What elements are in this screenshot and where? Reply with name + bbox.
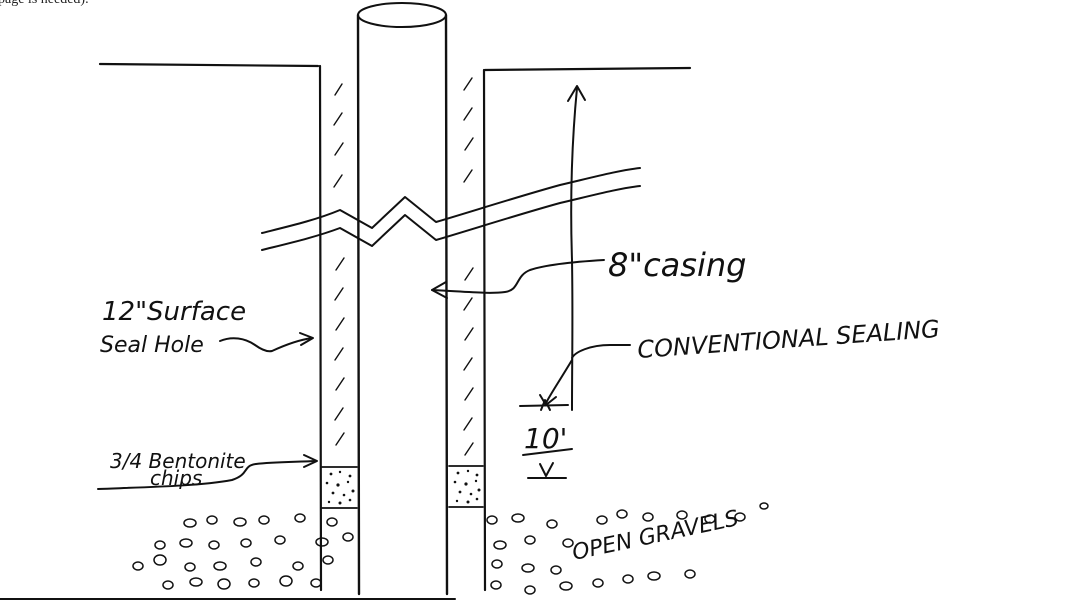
- surface-seal-label-line1: 12"Surface: [102, 297, 246, 327]
- casing-label: 8"casing: [608, 246, 746, 284]
- depth-top-arrow: [540, 399, 551, 411]
- bentonite-label-line2: chips: [150, 466, 202, 490]
- surface-seal-label-line2: Seal Hole: [100, 333, 204, 358]
- conventional-sealing-label: CONVENTIONAL SEALING: [636, 315, 940, 364]
- casing-right-wall: [444, 13, 449, 596]
- borehole-right-wall: [482, 68, 487, 592]
- bentonite-zone-left: [321, 466, 358, 509]
- surface-seal-leader: [219, 337, 313, 353]
- depth-mid-line: [522, 448, 573, 456]
- casing-arrow-head: [431, 281, 448, 299]
- gravel-right: [486, 502, 769, 595]
- sealing-dimension-line: [570, 87, 578, 411]
- bentonite-zone-right: [448, 465, 484, 508]
- borehole-left-wall: [318, 64, 323, 592]
- gravel-left: [132, 513, 354, 590]
- casing-left-wall: [356, 13, 361, 596]
- sealing-top-arrow: [567, 85, 586, 102]
- gravel-label: OPEN GRAVELS: [570, 506, 741, 566]
- bentonite-arrow-head: [303, 454, 318, 468]
- seal-hatching-left: [333, 83, 345, 446]
- bentonite-label-line1: 3/4 Bentonite: [110, 449, 246, 473]
- surface-seal-arrow-head: [299, 332, 314, 346]
- depth-label: 10': [524, 422, 567, 455]
- break-line-lower: [261, 185, 641, 251]
- ground-surface-left: [98, 62, 320, 68]
- bentonite-leader: [97, 460, 317, 490]
- break-line-upper: [261, 167, 641, 234]
- depth-top-tick: [519, 404, 569, 407]
- seal-hatching-right: [463, 77, 474, 456]
- depth-bottom-arrow: [539, 462, 554, 477]
- sealing-leader: [571, 344, 631, 359]
- sealing-bottom-arrow: [545, 359, 573, 404]
- ground-surface-right: [483, 66, 692, 72]
- casing-top-ellipse: [357, 2, 447, 28]
- casing-leader-line: [431, 259, 605, 294]
- page-caption: page is needed).: [0, 0, 89, 8]
